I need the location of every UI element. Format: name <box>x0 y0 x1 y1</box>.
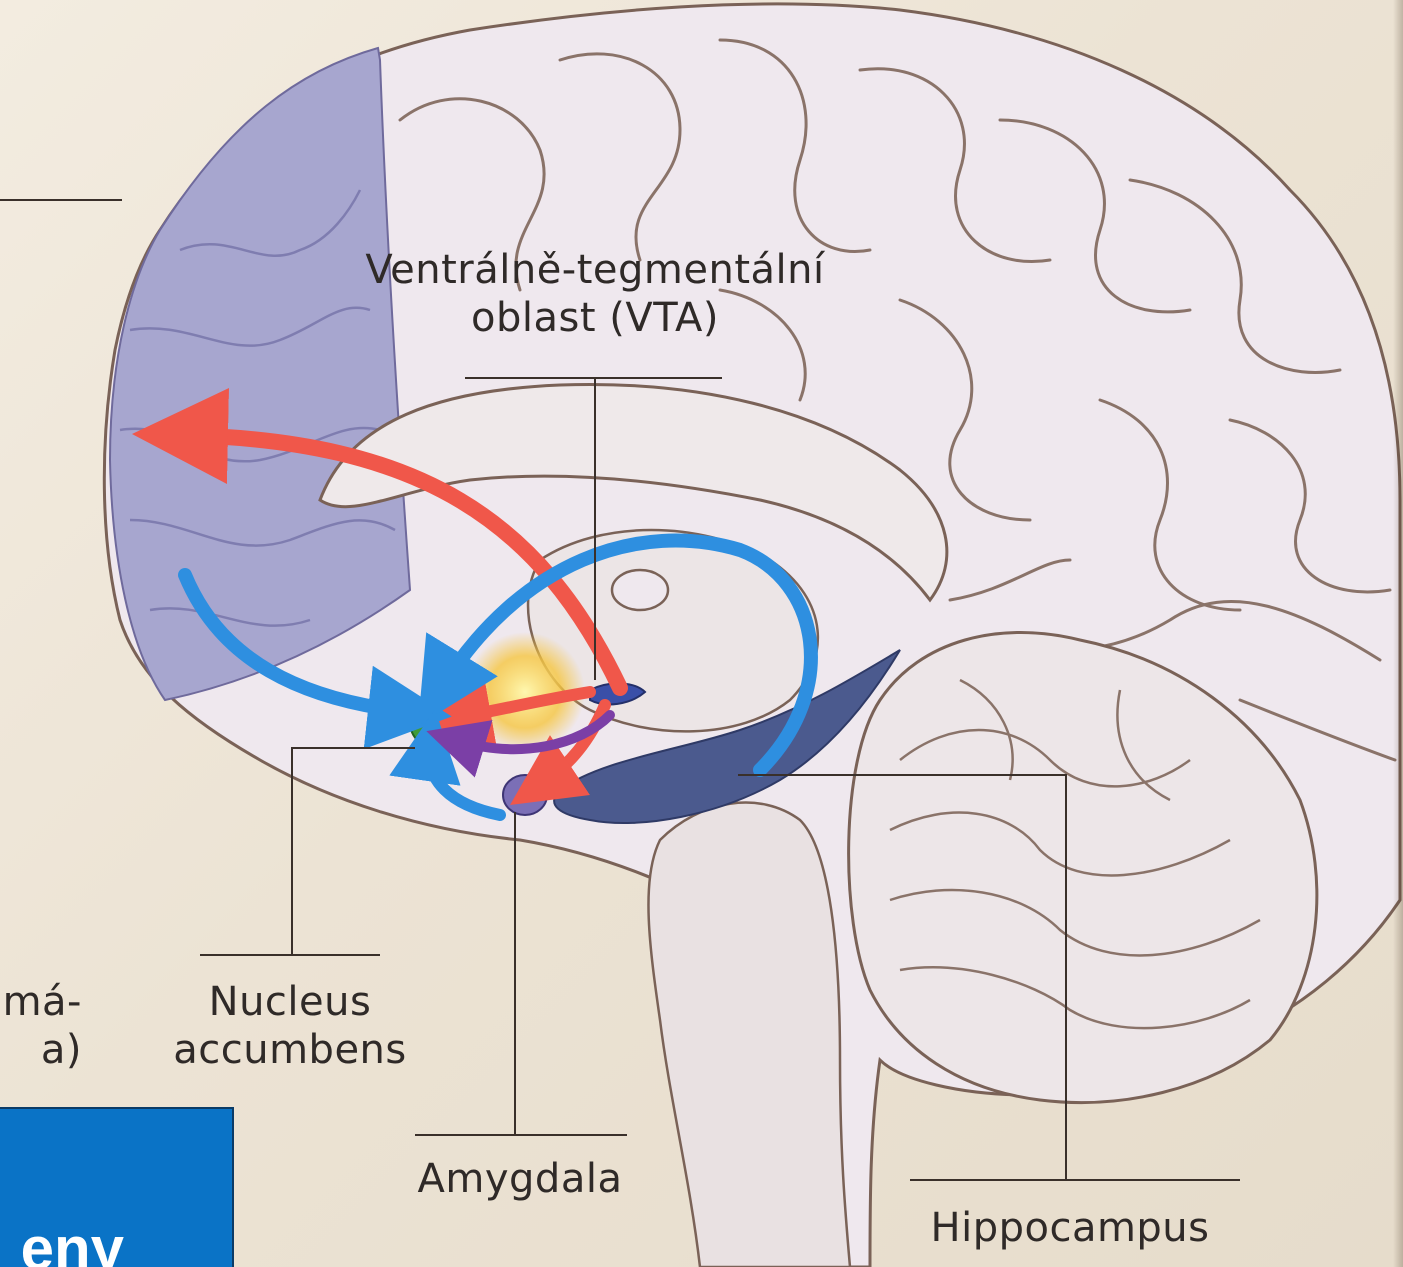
label-nucleus-line2: accumbens <box>140 1026 440 1074</box>
page-edge-shadow <box>1393 0 1403 1267</box>
blue-banner: eny <box>0 1107 234 1267</box>
label-left-fragment-line2: a) <box>0 1026 82 1074</box>
label-vta-line1: Ventrálně-tegmentální <box>330 246 860 294</box>
label-hippocampus: Hippocampus <box>900 1204 1240 1252</box>
label-left-fragment: má- a) <box>0 978 82 1074</box>
prefrontal-cortex-region <box>110 48 410 700</box>
banner-text: eny <box>0 1209 232 1267</box>
label-left-fragment-line1: má- <box>0 978 82 1026</box>
label-nucleus-accumbens: Nucleus accumbens <box>140 978 440 1074</box>
label-amygdala: Amygdala <box>395 1155 645 1203</box>
label-vta-line2: oblast (VTA) <box>330 294 860 342</box>
label-vta: Ventrálně-tegmentální oblast (VTA) <box>330 246 860 342</box>
brainstem <box>648 803 850 1267</box>
label-nucleus-line1: Nucleus <box>140 978 440 1026</box>
interthalamic-adhesion <box>612 570 668 610</box>
